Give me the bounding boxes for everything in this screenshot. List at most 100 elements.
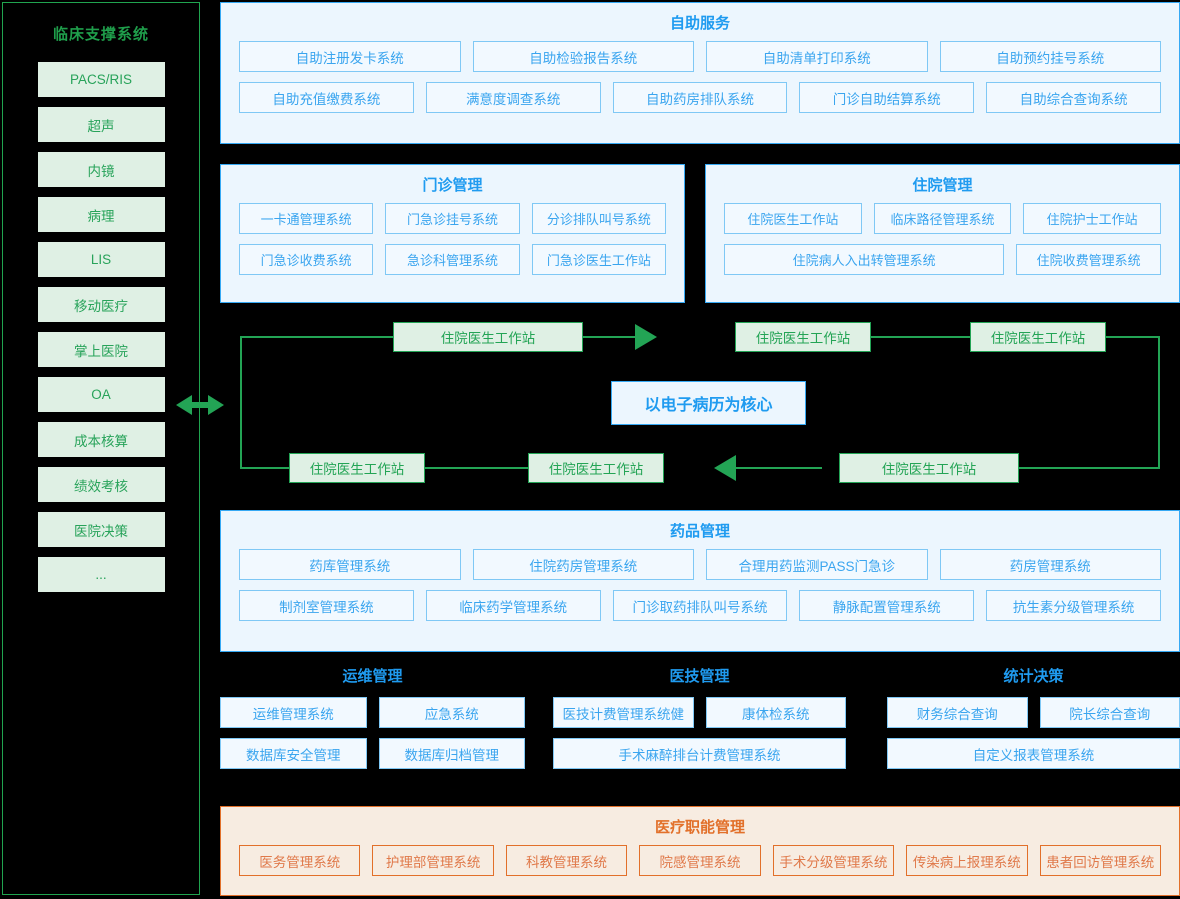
sidebar-item-label: PACS/RIS: [69, 72, 132, 87]
chip-nursing-department[interactable]: 护理部管理系统: [372, 845, 494, 876]
drug-row-1: 药库管理系统 住院药房管理系统 合理用药监测PASS门急诊 药房管理系统: [221, 549, 1179, 590]
panel-title-drug: 药品管理: [669, 523, 730, 540]
group-title-operations: 运维管理: [342, 668, 403, 685]
chip-medtech-billing[interactable]: 医技计费管理系统健: [553, 697, 694, 728]
chip-finance-query[interactable]: 财务综合查询: [887, 697, 1028, 728]
outpatient-row-2: 门急诊收费系统 急诊科管理系统 门急诊医生工作站: [221, 244, 684, 285]
sidebar-item-oa[interactable]: OA: [37, 377, 165, 412]
group-operations-management: 运维管理 运维管理系统 应急系统 数据库安全管理 数据库归档管理: [220, 665, 525, 779]
sidebar-item-label: 移动医疗: [74, 298, 128, 314]
chip-drug-warehouse[interactable]: 药库管理系统: [239, 549, 461, 580]
sidebar-item-label: 医院决策: [74, 523, 128, 539]
sidebar-item-label: 绩效考核: [74, 478, 128, 494]
chip-emergency-department[interactable]: 急诊科管理系统: [385, 244, 520, 275]
panel-inpatient-management: 住院管理 住院医生工作站 临床路径管理系统 住院护士工作站 住院病人入出转管理系…: [705, 164, 1180, 303]
sidebar-item-cost-accounting[interactable]: 成本核算: [37, 422, 165, 457]
flow-node-bottom-left-b[interactable]: 住院医生工作站: [528, 453, 664, 483]
sidebar-item-endoscopy[interactable]: 内镜: [37, 152, 165, 187]
chip-self-recharge-payment[interactable]: 自助充值缴费系统: [239, 82, 414, 113]
chip-inpatient-pharmacy[interactable]: 住院药房管理系统: [472, 549, 694, 580]
chip-outpatient-self-settlement[interactable]: 门诊自助结算系统: [799, 82, 975, 113]
sidebar-item-palm-hospital[interactable]: 掌上医院: [37, 332, 165, 367]
chip-self-lab-report[interactable]: 自助检验报告系统: [472, 41, 694, 72]
sidebar-item-label: 内镜: [87, 163, 115, 179]
sidebar-item-list: PACS/RIS 超声 内镜 病理 LIS 移动医疗 掌上医院 OA 成本核算 …: [3, 62, 199, 592]
chip-inpatient-charging[interactable]: 住院收费管理系统: [1016, 244, 1161, 275]
flow-line-top-mid: [583, 336, 635, 338]
chip-outpatient-doctor-station[interactable]: 门急诊医生工作站: [531, 244, 666, 275]
flow-node-bottom-left-a[interactable]: 住院医生工作站: [289, 453, 425, 483]
sidebar-item-more[interactable]: ...: [37, 557, 165, 592]
chip-self-appointment[interactable]: 自助预约挂号系统: [939, 41, 1161, 72]
chip-clinical-pathway[interactable]: 临床路径管理系统: [873, 203, 1012, 234]
chip-surgery-grading[interactable]: 手术分级管理系统: [772, 845, 895, 876]
chip-triage-queue-calling[interactable]: 分诊排队叫号系统: [531, 203, 666, 234]
emr-flow-diagram: 住院医生工作站 住院医生工作站 住院医生工作站 住院医生工作站 住院医生工作站 …: [208, 310, 1180, 500]
chip-infectious-disease-report[interactable]: 传染病上报理系统: [906, 845, 1028, 876]
flow-line-right-vert: [1158, 336, 1160, 469]
medtech-row-2: 手术麻醉排台计费管理系统: [553, 738, 846, 769]
sidebar-item-ultrasound[interactable]: 超声: [37, 107, 165, 142]
chip-infection-control[interactable]: 院感管理系统: [639, 845, 761, 876]
panel-medical-function-management: 医疗职能管理 医务管理系统 护理部管理系统 科教管理系统 院感管理系统 手术分级…: [220, 806, 1180, 896]
chip-outpatient-registration[interactable]: 门急诊挂号系统: [385, 203, 520, 234]
sidebar-item-performance[interactable]: 绩效考核: [37, 467, 165, 502]
flow-node-top-right-b[interactable]: 住院医生工作站: [970, 322, 1106, 352]
chip-pass-rational-drug-use[interactable]: 合理用药监测PASS门急诊: [706, 549, 928, 580]
group-title-medtech: 医技管理: [669, 668, 730, 685]
bidirectional-arrow-icon: [176, 392, 224, 418]
chip-satisfaction-survey[interactable]: 满意度调查系统: [425, 82, 601, 113]
inpatient-row-1: 住院医生工作站 临床路径管理系统 住院护士工作站: [706, 203, 1179, 244]
chip-medical-affairs[interactable]: 医务管理系统: [239, 845, 361, 876]
chip-operations-system[interactable]: 运维管理系统: [220, 697, 367, 728]
chip-preparation-room[interactable]: 制剂室管理系统: [239, 590, 414, 621]
sidebar-title: 临床支撑系统: [52, 26, 149, 43]
flow-line-bottom-left: [240, 467, 290, 469]
chip-inpatient-nurse-station[interactable]: 住院护士工作站: [1023, 203, 1162, 234]
chip-custom-report[interactable]: 自定义报表管理系统: [887, 738, 1180, 769]
chip-inpatient-doctor-station[interactable]: 住院医生工作站: [724, 203, 862, 234]
chip-patient-followup[interactable]: 患者回访管理系统: [1039, 845, 1161, 876]
chip-emergency-system[interactable]: 应急系统: [378, 697, 525, 728]
chip-iv-compounding[interactable]: 静脉配置管理系统: [799, 590, 975, 621]
sidebar-item-pathology[interactable]: 病理: [37, 197, 165, 232]
three-column-section: 运维管理 运维管理系统 应急系统 数据库安全管理 数据库归档管理 医技管理 医技…: [208, 665, 1180, 795]
chip-self-pharmacy-queue[interactable]: 自助药房排队系统: [612, 82, 788, 113]
flow-line-left-vert: [240, 336, 242, 469]
chip-outpatient-drug-queue[interactable]: 门诊取药排队叫号系统: [612, 590, 788, 621]
chip-outpatient-charging[interactable]: 门急诊收费系统: [239, 244, 374, 275]
sidebar-item-label: 病理: [87, 208, 115, 224]
sidebar-item-hospital-decision[interactable]: 医院决策: [37, 512, 165, 547]
sidebar-item-mobile-medical[interactable]: 移动医疗: [37, 287, 165, 322]
statistics-row-1: 财务综合查询 院长综合查询: [887, 697, 1180, 728]
chip-education-research[interactable]: 科教管理系统: [505, 845, 628, 876]
chip-antibiotic-grading[interactable]: 抗生素分级管理系统: [986, 590, 1161, 621]
content-column: 自助服务 自助注册发卡系统 自助检验报告系统 自助清单打印系统 自助预约挂号系统…: [208, 0, 1180, 899]
sidebar-item-pacs-ris[interactable]: PACS/RIS: [37, 62, 165, 97]
sidebar-item-label: 成本核算: [74, 433, 128, 449]
chip-president-query[interactable]: 院长综合查询: [1039, 697, 1180, 728]
flow-line-bottom-right: [1018, 467, 1160, 469]
self-service-row-1: 自助注册发卡系统 自助检验报告系统 自助清单打印系统 自助预约挂号系统: [221, 41, 1179, 82]
chip-self-general-query[interactable]: 自助综合查询系统: [986, 82, 1161, 113]
chip-clinical-pharmacy[interactable]: 临床药学管理系统: [425, 590, 601, 621]
flow-node-top-right-a[interactable]: 住院医生工作站: [735, 322, 871, 352]
flow-node-bottom-right[interactable]: 住院医生工作站: [839, 453, 1019, 483]
chip-self-list-print[interactable]: 自助清单打印系统: [706, 41, 928, 72]
chip-health-checkup[interactable]: 康体检系统: [705, 697, 846, 728]
chip-db-archive[interactable]: 数据库归档管理: [378, 738, 525, 769]
sidebar-item-lis[interactable]: LIS: [37, 242, 165, 277]
flow-node-top-left[interactable]: 住院医生工作站: [393, 322, 583, 352]
chip-all-in-one-card[interactable]: 一卡通管理系统: [239, 203, 374, 234]
chip-surgery-anesthesia-scheduling[interactable]: 手术麻醉排台计费管理系统: [553, 738, 846, 769]
sidebar-item-label: 掌上医院: [74, 343, 128, 359]
chip-db-security[interactable]: 数据库安全管理: [220, 738, 367, 769]
group-medtech-management: 医技管理 医技计费管理系统健 康体检系统 手术麻醉排台计费管理系统: [553, 665, 846, 779]
flow-node-label: 住院医生工作站: [990, 331, 1086, 346]
outpatient-row-1: 一卡通管理系统 门急诊挂号系统 分诊排队叫号系统: [221, 203, 684, 244]
chip-inpatient-admission-transfer[interactable]: 住院病人入出转管理系统: [724, 244, 1005, 275]
chip-pharmacy-management[interactable]: 药房管理系统: [939, 549, 1161, 580]
chip-self-registration-card[interactable]: 自助注册发卡系统: [239, 41, 461, 72]
flow-node-label: 住院医生工作站: [309, 462, 405, 477]
panel-title-inpatient: 住院管理: [912, 177, 973, 194]
